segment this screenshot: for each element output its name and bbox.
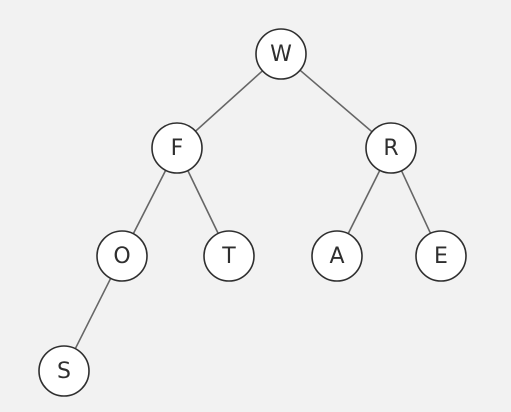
node-label: R [383,136,398,161]
node-label: T [221,244,236,269]
edge-F-T [187,170,219,234]
edge-W-F [194,70,264,132]
node-circle [151,122,203,174]
node-circle [96,230,148,282]
node-label: A [329,244,344,269]
node-S: S [38,345,90,397]
node-label: E [434,244,448,269]
node-F: F [151,122,203,174]
edge-R-A [347,170,381,234]
edge-W-R [299,69,373,133]
node-A: A [311,230,363,282]
edge-F-O [132,169,167,235]
node-circle [311,230,363,282]
node-label: O [113,244,130,269]
node-circle [415,230,467,282]
nodes-layer: W F R O T A E S [38,28,467,397]
node-O: O [96,230,148,282]
node-circle [203,230,255,282]
node-circle [365,122,417,174]
node-label: S [57,359,71,384]
node-label: F [171,136,184,161]
node-T: T [203,230,255,282]
node-W: W [255,28,307,80]
node-R: R [365,122,417,174]
node-E: E [415,230,467,282]
edge-R-E [400,170,432,234]
edges-layer [74,69,432,350]
node-label: W [270,42,292,67]
node-circle [38,345,90,397]
node-circle [255,28,307,80]
edge-O-S [74,277,112,350]
